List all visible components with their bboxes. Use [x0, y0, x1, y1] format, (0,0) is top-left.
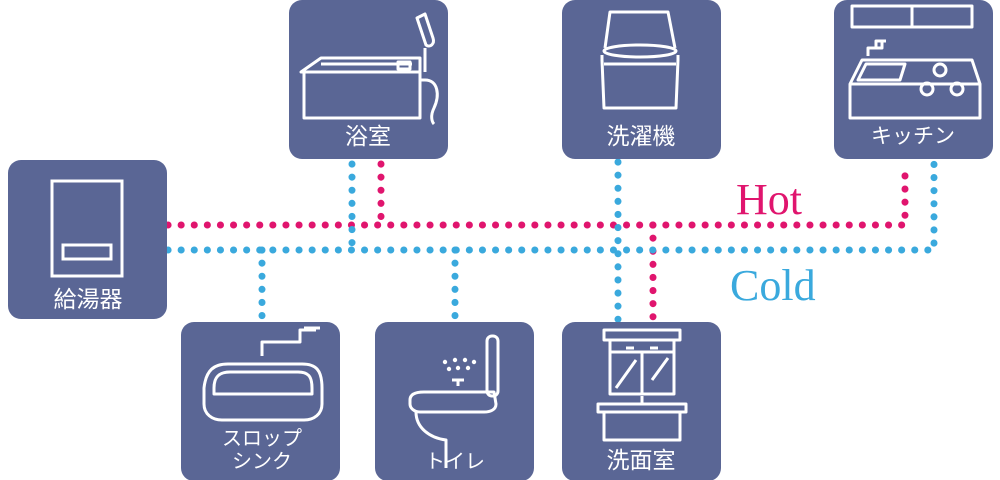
cold-pipes: [164, 156, 938, 326]
tile-kitchen: キッチン: [834, 0, 993, 159]
tile-washroom: 洗面室: [562, 322, 721, 480]
tile-toilet: トイレ: [375, 322, 534, 480]
tile-water-heater: 給湯器: [8, 160, 167, 319]
tile-slop-sink: スロップ シンク: [181, 322, 340, 480]
room-label-slop-sink-line1: スロップ: [222, 426, 302, 450]
vanity-sink-icon: [596, 328, 688, 442]
room-label-kitchen: キッチン: [871, 124, 955, 148]
washing-machine-icon: [600, 10, 680, 110]
water-heater-icon: [50, 179, 124, 278]
room-label-water-heater: 給湯器: [54, 287, 123, 313]
spray-dots-icon: [442, 357, 477, 372]
kitchen-stove-icon: [848, 4, 982, 120]
legend-cold-label: Cold: [730, 261, 816, 310]
legend-hot-label: Hot: [736, 175, 802, 224]
room-label-slop-sink-line2: シンク: [232, 449, 292, 473]
utility-sink-icon: [202, 326, 324, 422]
room-label-bathroom: 浴室: [345, 124, 391, 150]
tile-bathroom: 浴室: [289, 0, 448, 159]
hot-main-line: [164, 168, 909, 229]
bathtub-shower-icon: [299, 12, 439, 126]
room-label-washroom: 洗面室: [607, 448, 676, 474]
pipe-network: [164, 156, 938, 326]
room-label-laundry: 洗濯機: [607, 124, 676, 150]
toilet-icon: [408, 334, 500, 468]
tile-laundry: 洗濯機: [562, 0, 721, 159]
hot-pipes: [164, 160, 909, 326]
cold-main-line: [164, 156, 938, 254]
room-label-toilet: トイレ: [425, 449, 485, 473]
